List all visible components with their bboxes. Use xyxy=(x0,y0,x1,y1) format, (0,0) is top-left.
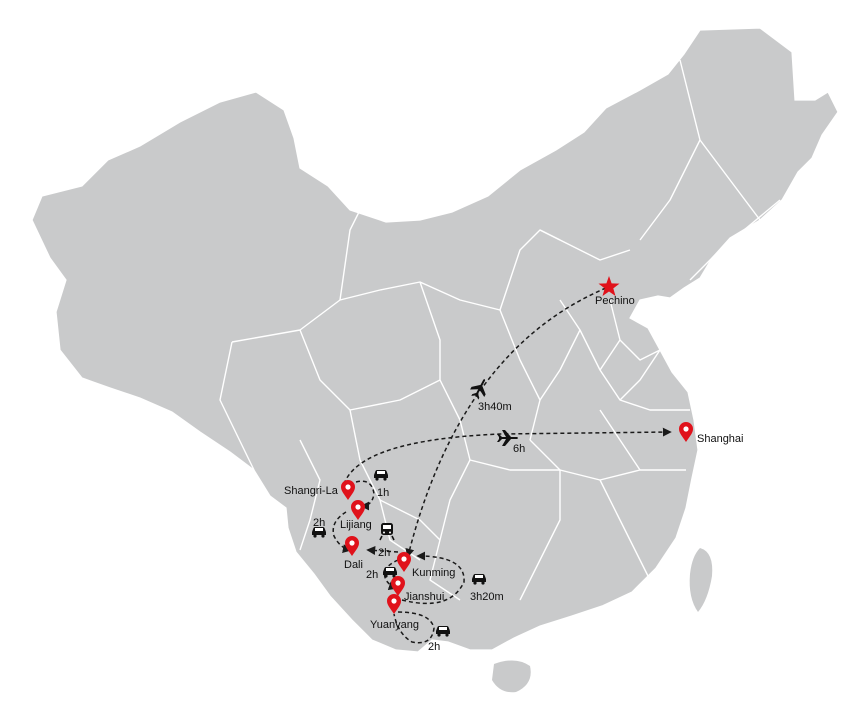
route-shangri-la-shanghai xyxy=(343,427,672,485)
route-jianshui-kunming xyxy=(401,551,465,605)
duration-label: 1h xyxy=(377,487,389,499)
city-label-shangri-la: Shangri-La xyxy=(284,485,339,497)
province-borders xyxy=(219,59,781,601)
mainland-china-shape xyxy=(31,27,839,653)
city-label-jianshui: Jianshui xyxy=(404,591,444,603)
duration-label: 6h xyxy=(513,443,525,455)
star-icon xyxy=(598,276,620,296)
duration-label: 2h xyxy=(378,547,390,559)
city-label-shanghai: Shanghai xyxy=(697,433,744,445)
route-dali-kunming xyxy=(366,545,399,555)
duration-label: 2h xyxy=(366,569,378,581)
capital-label: Pechino xyxy=(595,295,635,307)
route-lijiang-dali xyxy=(332,511,352,553)
city-label-yuanyang: Yuanyang xyxy=(370,619,419,631)
city-label-kunming: Kunming xyxy=(412,567,455,579)
route-shangri-la-lijiang xyxy=(355,480,375,511)
route-yuanyang-loop xyxy=(393,611,435,644)
capital-marker xyxy=(598,276,620,296)
landmass xyxy=(31,27,839,693)
city-label-dali: Dali xyxy=(344,559,363,571)
duration-label: 2h xyxy=(313,517,325,529)
routes xyxy=(332,287,672,644)
city-label-lijiang: Lijiang xyxy=(340,519,372,531)
labels: Pechino Shanghai Shangri-La Lijiang Dali… xyxy=(284,295,744,653)
duration-label: 3h40m xyxy=(478,401,512,413)
duration-label: 3h20m xyxy=(470,591,504,603)
hainan-island xyxy=(492,660,531,693)
taiwan-island xyxy=(689,548,713,612)
duration-label: 2h xyxy=(428,641,440,653)
